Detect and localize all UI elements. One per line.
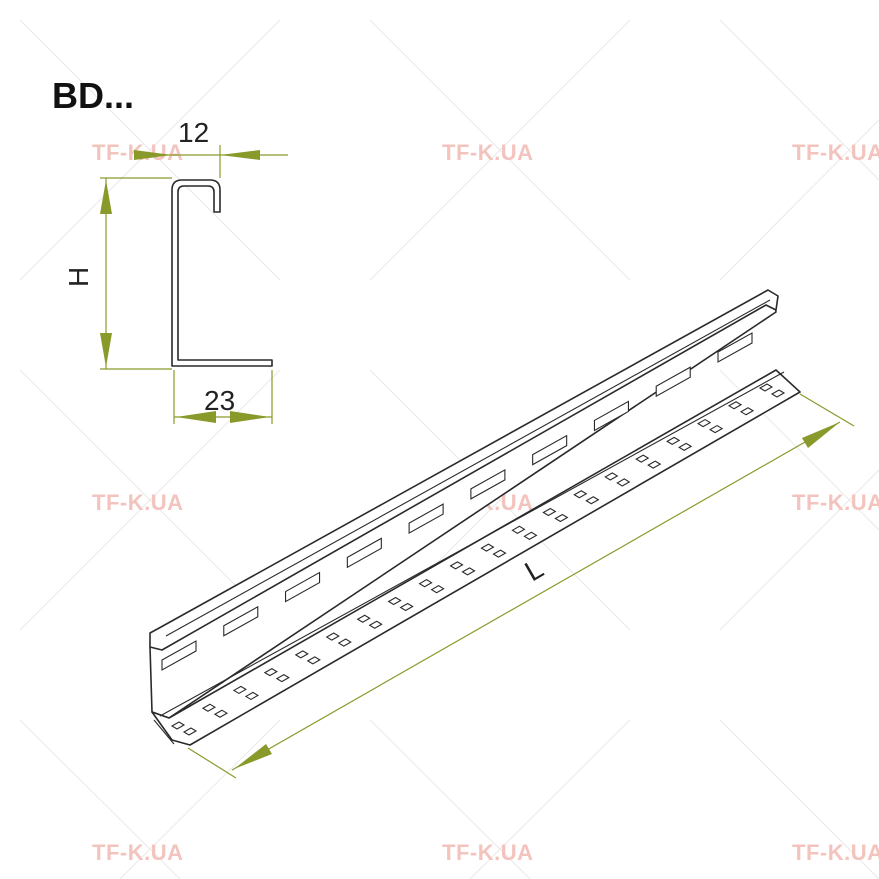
- flange-holes: [170, 383, 786, 736]
- watermark-text: TF-K.UA: [792, 840, 879, 865]
- flange-hole: [294, 650, 309, 659]
- flange-hole: [368, 620, 383, 629]
- flange-hole: [275, 673, 290, 683]
- flange-hole: [201, 703, 217, 712]
- flange-hole: [523, 531, 538, 540]
- flange-hole: [727, 401, 743, 410]
- dimension-label-width-bottom: 23: [204, 385, 235, 416]
- flange-hole: [356, 614, 371, 623]
- flange-hole: [511, 525, 526, 534]
- watermark-text: TF-K.UA: [442, 140, 533, 165]
- drawing-title: BD...: [52, 75, 134, 116]
- cross-section-profile: [171, 179, 273, 367]
- flange-hole: [739, 407, 755, 416]
- flange-hole: [678, 442, 693, 452]
- flange-hole: [418, 579, 433, 588]
- flange-hole: [554, 513, 569, 523]
- flange-hole: [461, 567, 476, 576]
- wall-slot: [532, 434, 568, 466]
- wall-slot: [593, 400, 629, 432]
- flange-hole: [480, 543, 495, 552]
- flange-hole: [635, 454, 650, 463]
- flange-hole: [182, 727, 198, 736]
- flange-hole: [399, 602, 414, 612]
- watermark-text: TF-K.UA: [442, 840, 533, 865]
- dimension-width-top: 12: [134, 117, 288, 178]
- flange-hole: [666, 436, 681, 446]
- watermark-text: TF-K.UA: [92, 490, 183, 515]
- dimension-width-bottom: 23: [173, 370, 273, 424]
- dimension-label-width-top: 12: [178, 117, 209, 148]
- watermark-text: TF-K.UA: [792, 490, 879, 515]
- wall-slot: [470, 468, 506, 500]
- flange-hole: [542, 507, 557, 517]
- flange-hole: [647, 460, 662, 469]
- wall-slot: [223, 605, 259, 637]
- flange-hole: [325, 632, 340, 641]
- flange-hole: [770, 389, 786, 398]
- flange-hole: [604, 472, 619, 481]
- flange-hole: [573, 490, 588, 499]
- flange-hole: [337, 638, 352, 647]
- wall-slot: [346, 537, 382, 569]
- flange-hole: [263, 667, 278, 677]
- flange-hole: [492, 549, 507, 558]
- flange-hole: [585, 496, 600, 505]
- flange-hole: [244, 691, 259, 701]
- wall-slot: [408, 503, 444, 535]
- watermark-text: TF-K.UA: [792, 140, 879, 165]
- wall-slot: [655, 366, 691, 398]
- flange-hole: [697, 418, 712, 428]
- wall-slot: [717, 332, 753, 363]
- dimension-label-height: H: [63, 267, 94, 287]
- wall-slot: [285, 571, 321, 603]
- flange-hole: [306, 656, 321, 665]
- isometric-profile: [149, 289, 801, 746]
- flange-hole: [387, 596, 402, 606]
- flange-hole: [709, 424, 724, 434]
- flange-hole: [213, 709, 229, 718]
- dimension-label-length: L: [520, 553, 549, 588]
- wall-slot: [161, 640, 197, 671]
- flange-hole: [170, 721, 186, 730]
- flange-hole: [758, 383, 774, 392]
- dimension-height: H: [63, 177, 172, 370]
- flange-hole: [616, 478, 631, 487]
- wall-slots: [161, 332, 753, 671]
- watermark-text: TF-K.UA: [92, 840, 183, 865]
- flange-hole: [232, 685, 247, 695]
- flange-hole: [430, 585, 445, 594]
- dimension-length: L: [187, 393, 855, 779]
- flange-hole: [449, 561, 464, 570]
